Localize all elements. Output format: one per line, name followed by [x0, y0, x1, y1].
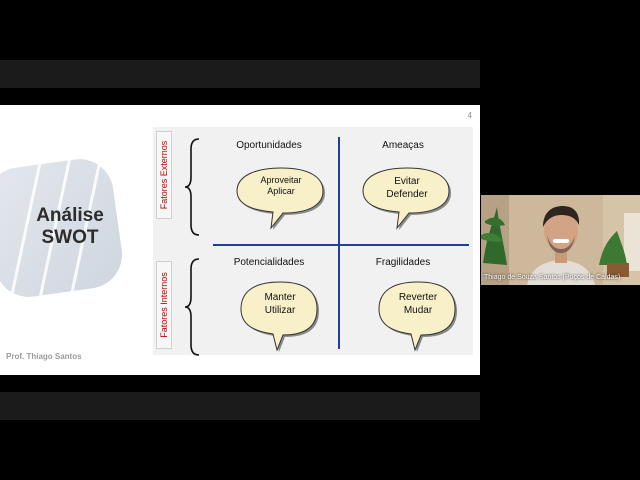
- slide-title-line1: Análise: [36, 205, 104, 226]
- participant-video-tile[interactable]: Thiago de Souza Santos (Poços de Caldas): [481, 195, 640, 285]
- slide-number: 4: [467, 111, 472, 120]
- bottom-black-bar: [0, 392, 480, 420]
- quadrant-title-strengths: Potencialidades: [233, 257, 305, 268]
- vertical-divider: [338, 137, 340, 349]
- brace-icon: [184, 258, 200, 356]
- slide-title: Análise SWOT: [20, 205, 120, 249]
- quadrant-title-opportunities: Oportunidades: [236, 140, 302, 151]
- swot-diagram: Fatores Externos Fatores Internos Oportu…: [153, 127, 473, 356]
- quadrant-title-threats: Ameaças: [382, 140, 424, 151]
- participant-video-feed: [481, 195, 640, 285]
- horizontal-divider: [213, 244, 469, 246]
- author-label: Prof. Thiago Santos: [6, 352, 82, 361]
- top-black-bar: [0, 60, 480, 88]
- slide-title-line2: SWOT: [41, 227, 99, 248]
- speech-bubble-weaknesses: Reverter Mudar: [375, 279, 461, 353]
- quadrant-title-weaknesses: Fragilidades: [375, 257, 431, 268]
- speech-bubble-strengths: Manter Utilizar: [237, 279, 323, 353]
- speech-bubble-opportunities: Aproveitar Aplicar: [233, 165, 329, 231]
- speech-bubble-threats: Evitar Defender: [359, 165, 455, 231]
- internal-factors-label: Fatores Internos: [156, 261, 172, 349]
- brace-icon: [184, 138, 200, 236]
- external-factors-label: Fatores Externos: [156, 131, 172, 219]
- shared-slide: 4 Análise SWOT Prof. Thiago Santos Fator…: [0, 105, 480, 375]
- participant-name: Thiago de Souza Santos (Poços de Caldas): [484, 274, 621, 281]
